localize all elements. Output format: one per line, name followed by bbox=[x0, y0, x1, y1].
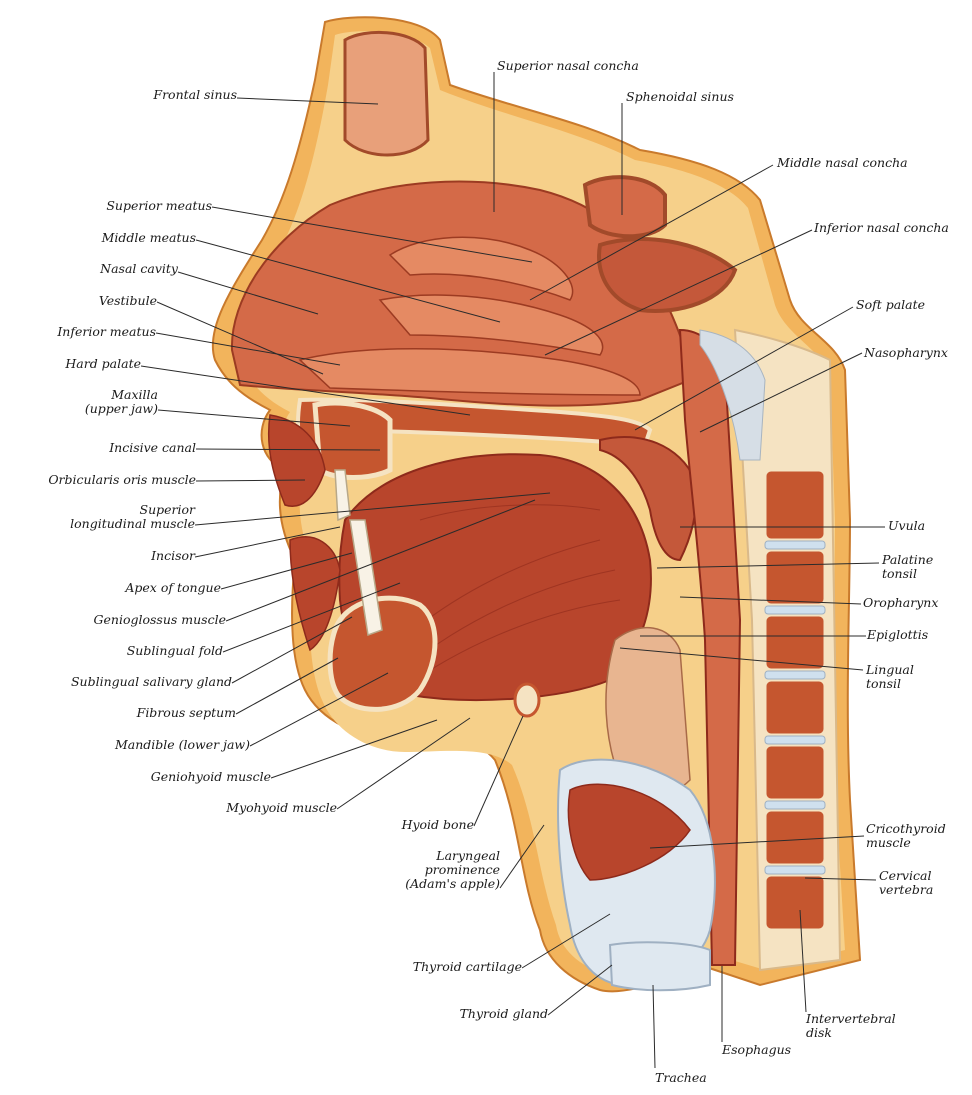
tongue-fibers bbox=[379, 504, 621, 691]
label-cricothyroid-line1: Cricothyroid bbox=[866, 821, 946, 836]
label-sublingual-gland: Sublingual salivary gland bbox=[70, 674, 232, 689]
label-apex-of-tongue: Apex of tongue bbox=[125, 580, 221, 595]
sphenoid-recess bbox=[597, 236, 738, 313]
intervertebral-disks bbox=[764, 540, 826, 875]
label-laryngeal-prominence: Laryngeal prominence (Adam's apple) bbox=[405, 849, 500, 891]
label-sphenoidal-sinus: Sphenoidal sinus bbox=[626, 89, 734, 104]
label-intervertebral-disk: Intervertebral disk bbox=[806, 1012, 896, 1040]
label-palatine-line1: Palatine bbox=[882, 552, 934, 567]
sphenoidal-sinus-region bbox=[582, 175, 667, 239]
label-inferior-meatus: Inferior meatus bbox=[57, 324, 156, 339]
label-intervertebral-line2: disk bbox=[806, 1025, 832, 1040]
label-superior-longitudinal-line1: Superior bbox=[139, 502, 196, 517]
label-genioglossus: Genioglossus muscle bbox=[93, 612, 226, 627]
label-mandible: Mandible (lower jaw) bbox=[114, 737, 250, 752]
label-nasal-cavity: Nasal cavity bbox=[100, 261, 178, 276]
label-sublingual-fold: Sublingual fold bbox=[126, 643, 223, 658]
disk-6 bbox=[764, 865, 826, 875]
disk-3 bbox=[764, 670, 826, 680]
disk-1 bbox=[764, 540, 826, 550]
label-superior-meatus: Superior meatus bbox=[106, 198, 212, 213]
mandible-bone bbox=[327, 595, 438, 712]
label-trachea: Trachea bbox=[655, 1070, 707, 1085]
label-uvula: Uvula bbox=[888, 518, 926, 533]
upper-incisor bbox=[334, 469, 351, 522]
disk-4 bbox=[764, 735, 826, 745]
label-cervical-line2: vertebra bbox=[879, 882, 934, 897]
label-maxilla: Maxilla (upper jaw) bbox=[85, 388, 158, 416]
lower-incisor bbox=[349, 519, 383, 637]
label-lingual-line2: tonsil bbox=[866, 676, 902, 691]
label-cricothyroid-muscle: Cricothyroid muscle bbox=[866, 822, 946, 850]
hyoid-bone-shape bbox=[513, 682, 541, 718]
label-laryngeal-line2: prominence bbox=[424, 862, 500, 877]
leader-lines bbox=[140, 72, 885, 1069]
soft-palate bbox=[599, 436, 698, 562]
label-cervical-line1: Cervical bbox=[879, 868, 932, 883]
label-superior-longitudinal-line2: longitudinal muscle bbox=[70, 516, 195, 531]
upper-lip bbox=[267, 414, 326, 507]
label-esophagus: Esophagus bbox=[722, 1042, 792, 1057]
label-epiglottis: Epiglottis bbox=[867, 627, 929, 642]
maxilla-bone bbox=[312, 400, 393, 480]
label-fibrous-septum: Fibrous septum bbox=[136, 705, 236, 720]
label-oropharynx: Oropharynx bbox=[863, 595, 939, 610]
concha-inferior bbox=[298, 348, 641, 396]
label-cricothyroid-line2: muscle bbox=[866, 835, 911, 850]
prevertebral-muscle bbox=[699, 329, 766, 461]
cricothyroid bbox=[567, 783, 691, 881]
label-myohyoid: Myohyoid muscle bbox=[226, 800, 337, 815]
label-lingual-line1: Lingual bbox=[866, 662, 914, 677]
label-soft-palate: Soft palate bbox=[856, 297, 926, 312]
label-laryngeal-line3: (Adam's apple) bbox=[405, 876, 500, 891]
label-palatine-tonsil: Palatine tonsil bbox=[882, 553, 933, 581]
label-hard-palate: Hard palate bbox=[65, 356, 141, 371]
label-orbicularis-oris: Orbicularis oris muscle bbox=[48, 472, 196, 487]
vertebra-6 bbox=[763, 808, 827, 867]
vertebra-4 bbox=[763, 678, 827, 737]
label-maxilla-line2: (upper jaw) bbox=[84, 401, 158, 416]
label-superior-nasal-concha: Superior nasal concha bbox=[497, 58, 639, 73]
label-vestibule: Vestibule bbox=[98, 293, 157, 308]
vertebrae bbox=[763, 468, 827, 932]
disk-2 bbox=[764, 605, 826, 615]
vertebra-3 bbox=[763, 613, 827, 672]
concha-middle bbox=[378, 294, 604, 356]
label-lingual-tonsil: Lingual tonsil bbox=[866, 663, 914, 691]
label-maxilla-line1: Maxilla bbox=[111, 387, 158, 402]
label-laryngeal-line1: Laryngeal bbox=[436, 848, 500, 863]
label-middle-meatus: Middle meatus bbox=[101, 230, 196, 245]
label-middle-nasal-concha: Middle nasal concha bbox=[777, 155, 908, 170]
label-thyroid-cartilage: Thyroid cartilage bbox=[412, 959, 522, 974]
concha-superior bbox=[388, 236, 574, 301]
label-incisor: Incisor bbox=[151, 548, 195, 563]
frontal-sinus-region bbox=[343, 30, 430, 157]
vertebra-7 bbox=[763, 873, 827, 932]
label-inferior-nasal-concha: Inferior nasal concha bbox=[814, 220, 949, 235]
vertebra-5 bbox=[763, 743, 827, 802]
label-geniohyoid: Geniohyoid muscle bbox=[150, 769, 271, 784]
disk-5 bbox=[764, 800, 826, 810]
vertebra-2 bbox=[763, 548, 827, 607]
label-frontal-sinus: Frontal sinus bbox=[153, 87, 237, 102]
label-nasopharynx: Nasopharynx bbox=[864, 345, 948, 360]
label-hyoid-bone: Hyoid bone bbox=[401, 817, 474, 832]
label-superior-longitudinal: Superior longitudinal muscle bbox=[70, 503, 195, 531]
trachea-tube bbox=[608, 941, 711, 992]
label-cervical-vertebra: Cervical vertebra bbox=[879, 869, 933, 897]
label-palatine-line2: tonsil bbox=[882, 566, 918, 581]
label-intervertebral-line1: Intervertebral bbox=[806, 1011, 896, 1026]
label-thyroid-gland: Thyroid gland bbox=[459, 1006, 548, 1021]
label-incisive-canal: Incisive canal bbox=[109, 440, 196, 455]
vertebra-1 bbox=[763, 468, 827, 542]
